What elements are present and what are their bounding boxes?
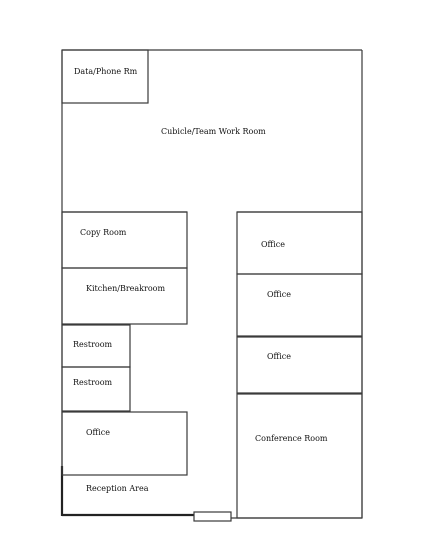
office-right-2-walls <box>236 273 363 337</box>
conference-room-label: Conference Room <box>255 434 328 443</box>
office-right-2-label: Office <box>267 290 291 299</box>
restroom-1-label: Restroom <box>73 340 113 349</box>
door-frame <box>193 511 232 522</box>
office-left-label: Office <box>86 428 110 437</box>
data-phone-room <box>61 49 149 104</box>
right-rooms <box>236 211 363 519</box>
copy-room-label: Copy Room <box>80 228 127 237</box>
data-phone-room-walls <box>61 49 149 104</box>
cubicle-room-label: Cubicle/Team Work Room <box>161 127 266 136</box>
office-right-1-label: Office <box>261 240 285 249</box>
room-labels: Data/Phone Rm Cubicle/Team Work Room Cop… <box>73 67 328 493</box>
data-phone-room-label: Data/Phone Rm <box>74 67 138 76</box>
kitchen-label: Kitchen/Breakroom <box>86 284 165 293</box>
office-left-walls <box>61 411 188 476</box>
conference-room-walls <box>236 393 363 519</box>
restroom-2-walls <box>61 366 131 412</box>
restroom-2-label: Restroom <box>73 378 113 387</box>
office-right-3-label: Office <box>267 352 291 361</box>
copy-room-walls <box>61 211 188 269</box>
office-right-1-walls <box>236 211 363 275</box>
entrance-door <box>193 511 232 522</box>
kitchen-walls <box>61 267 188 325</box>
reception-area-label: Reception Area <box>86 484 149 493</box>
office-right-3-walls <box>236 336 363 394</box>
left-rooms <box>61 211 188 476</box>
